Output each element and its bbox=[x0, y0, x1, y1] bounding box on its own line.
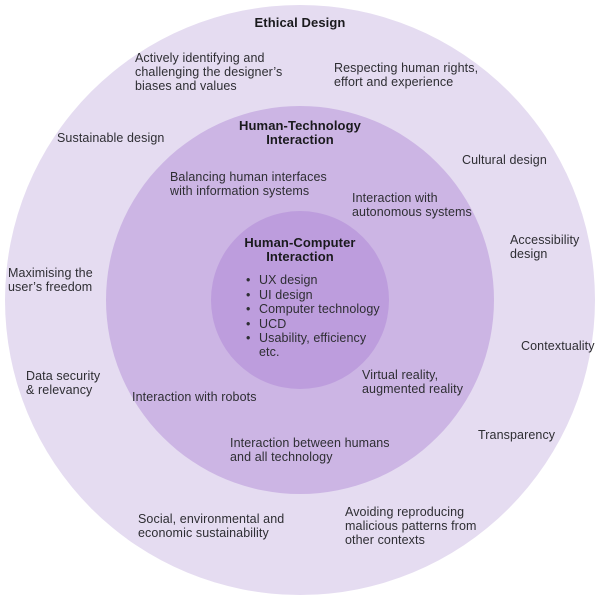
hci-bullet-list: UX design UI design Computer technology … bbox=[246, 273, 380, 360]
label-interaction-autonomous-systems: Interaction with autonomous systems bbox=[352, 191, 472, 219]
hci-bullet-ui-design: UI design bbox=[246, 288, 380, 302]
label-cultural-design: Cultural design bbox=[462, 153, 547, 167]
label-avoiding-malicious-patterns: Avoiding reproducing malicious patterns … bbox=[345, 505, 477, 547]
label-social-environmental-economic: Social, environmental and economic susta… bbox=[138, 512, 285, 540]
label-sustainable-design: Sustainable design bbox=[57, 131, 165, 145]
inner-circle-title: Human-Computer Interaction bbox=[244, 235, 356, 264]
label-accessibility-design: Accessibility design bbox=[510, 233, 580, 261]
middle-ring-title: Human-Technology Interaction bbox=[239, 118, 361, 147]
label-actively-identifying: Actively identifying and challenging the… bbox=[135, 51, 283, 93]
label-data-security-relevancy: Data security & relevancy bbox=[26, 369, 101, 397]
label-interaction-with-robots: Interaction with robots bbox=[132, 390, 257, 404]
label-interaction-between-humans-technology: Interaction between humans and all techn… bbox=[230, 436, 390, 464]
hci-bullet-ux-design: UX design bbox=[246, 273, 380, 287]
label-virtual-augmented-reality: Virtual reality, augmented reality bbox=[362, 368, 464, 396]
hci-bullet-computer-technology: Computer technology bbox=[246, 302, 380, 316]
outer-ring-title: Ethical Design bbox=[254, 15, 346, 30]
hci-bullet-ucd: UCD bbox=[246, 317, 380, 331]
hci-bullet-usability-efficiency: Usability, efficiency etc. bbox=[246, 331, 380, 359]
label-maximising-users-freedom: Maximising the user’s freedom bbox=[8, 266, 93, 294]
label-balancing-human-interfaces: Balancing human interfaces with informat… bbox=[170, 170, 327, 198]
label-contextuality: Contextuality bbox=[521, 339, 595, 353]
label-transparency: Transparency bbox=[478, 428, 556, 442]
label-respecting-human-rights: Respecting human rights, effort and expe… bbox=[334, 61, 479, 89]
